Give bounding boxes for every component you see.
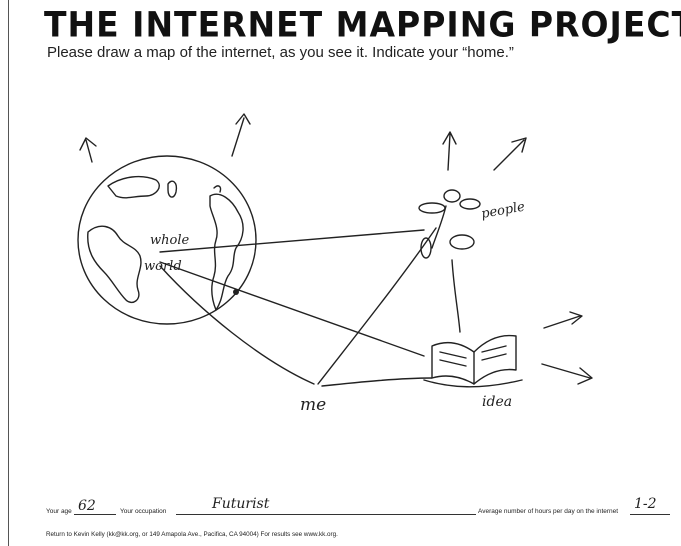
arrow-upper-left (80, 138, 96, 162)
label-me: me (300, 395, 326, 415)
hours-value: 1-2 (634, 496, 657, 512)
hours-label: Average number of hours per day on the i… (478, 508, 618, 515)
book-right-page (474, 336, 516, 384)
continent-small (214, 186, 221, 192)
line-me-to-people (318, 228, 436, 384)
people-arm-right (460, 199, 480, 209)
people-head (444, 190, 460, 202)
return-address: Return to Kevin Kelly (kk@kk.org, or 149… (46, 531, 338, 538)
line-world-to-me (160, 266, 314, 384)
globe-dot (233, 289, 239, 295)
people-arm-left (419, 203, 445, 213)
age-label: Your age (46, 508, 72, 515)
age-value: 62 (78, 498, 96, 514)
label-people: people (480, 199, 526, 221)
line-world-to-book (160, 262, 424, 356)
line-people-to-book (452, 260, 460, 332)
label-whole: whole (150, 233, 189, 248)
people-leg-right (450, 235, 474, 249)
arrow-right-lower (542, 364, 592, 384)
arrow-upper-right (494, 138, 526, 170)
occupation-value: Futurist (212, 496, 269, 512)
label-idea: idea (482, 394, 512, 410)
continent-island (168, 181, 176, 197)
book-lines (440, 346, 506, 366)
line-world-to-people (160, 230, 424, 252)
arrow-upper-middle (232, 114, 250, 156)
label-world: world (144, 259, 182, 274)
continent-north (108, 177, 159, 198)
arrow-up-people (443, 132, 456, 170)
arrow-right-upper (544, 312, 582, 328)
form-fields-row: Your age 62 Your occupation Futurist Ave… (46, 502, 676, 522)
occupation-label: Your occupation (120, 508, 166, 515)
line-me-to-book (322, 378, 432, 386)
